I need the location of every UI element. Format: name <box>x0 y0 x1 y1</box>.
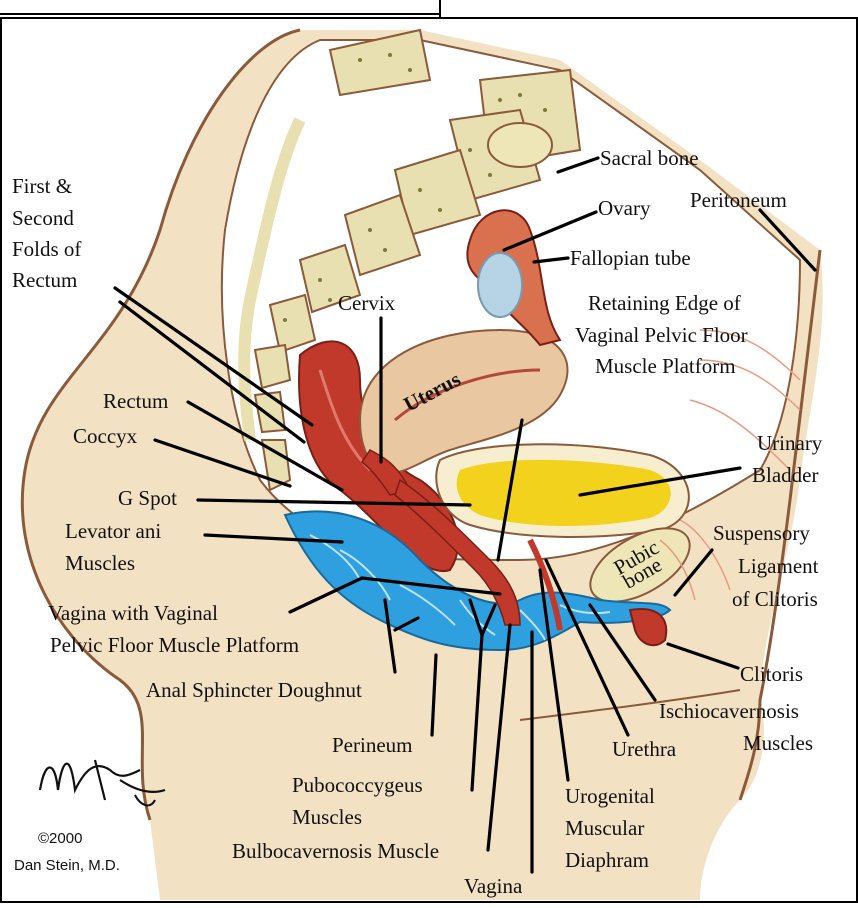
label-bulbocavernosis: Bulbocavernosis Muscle <box>232 839 439 863</box>
label-folds-line1: First & <box>12 174 72 198</box>
label-perineum: Perineum <box>332 733 412 757</box>
label-folds-line2: Second <box>12 206 74 230</box>
label-levator-line1: Levator ani <box>65 519 161 543</box>
label-ovary: Ovary <box>598 196 651 220</box>
label-g-spot: G Spot <box>118 486 177 510</box>
label-urogenital-line3: Diaphram <box>565 848 649 872</box>
label-urogenital-line1: Urogenital <box>565 784 655 808</box>
label-suspensory-line1: Suspensory <box>713 521 810 545</box>
label-levator-line2: Muscles <box>65 551 135 575</box>
label-coccyx: Coccyx <box>73 424 138 448</box>
label-vagina-platform-line1: Vagina with Vaginal <box>48 601 218 625</box>
copyright-year: ©2000 <box>38 830 82 847</box>
label-bladder-line2: Bladder <box>752 463 818 487</box>
label-urethra: Urethra <box>612 737 677 761</box>
ovary <box>478 253 522 317</box>
label-vagina: Vagina <box>464 874 523 898</box>
label-cervix: Cervix <box>338 291 396 315</box>
label-pubococcygeus-line1: Pubococcygeus <box>292 773 423 797</box>
label-suspensory-line3: of Clitoris <box>732 587 818 611</box>
label-fallopian-tube: Fallopian tube <box>570 246 691 270</box>
label-peritoneum: Peritoneum <box>690 188 787 212</box>
label-folds-line3: Folds of <box>12 237 81 261</box>
label-rectum: Rectum <box>103 389 168 413</box>
label-bladder-line1: Urinary <box>757 431 823 455</box>
label-ischio-line1: Ischiocavernosis <box>659 699 799 723</box>
urinary-bladder <box>457 460 671 526</box>
label-suspensory-line2: Ligament <box>738 554 819 578</box>
label-pubococcygeus-line2: Muscles <box>292 805 362 829</box>
label-urogenital-line2: Muscular <box>565 816 644 840</box>
label-folds-line4: Rectum <box>12 268 77 292</box>
label-ischio-line2: Muscles <box>743 731 813 755</box>
label-retaining-line3: Muscle Platform <box>595 354 736 378</box>
label-clitoris: Clitoris <box>740 662 803 686</box>
copyright-author: Dan Stein, M.D. <box>14 857 120 874</box>
label-retaining-line2: Vaginal Pelvic Floor <box>575 323 748 347</box>
label-vagina-platform-line2: Pelvic Floor Muscle Platform <box>50 633 299 657</box>
label-retaining-line1: Retaining Edge of <box>588 291 741 315</box>
label-anal-sphincter: Anal Sphincter Doughnut <box>146 678 362 702</box>
label-sacral-bone: Sacral bone <box>600 146 699 170</box>
